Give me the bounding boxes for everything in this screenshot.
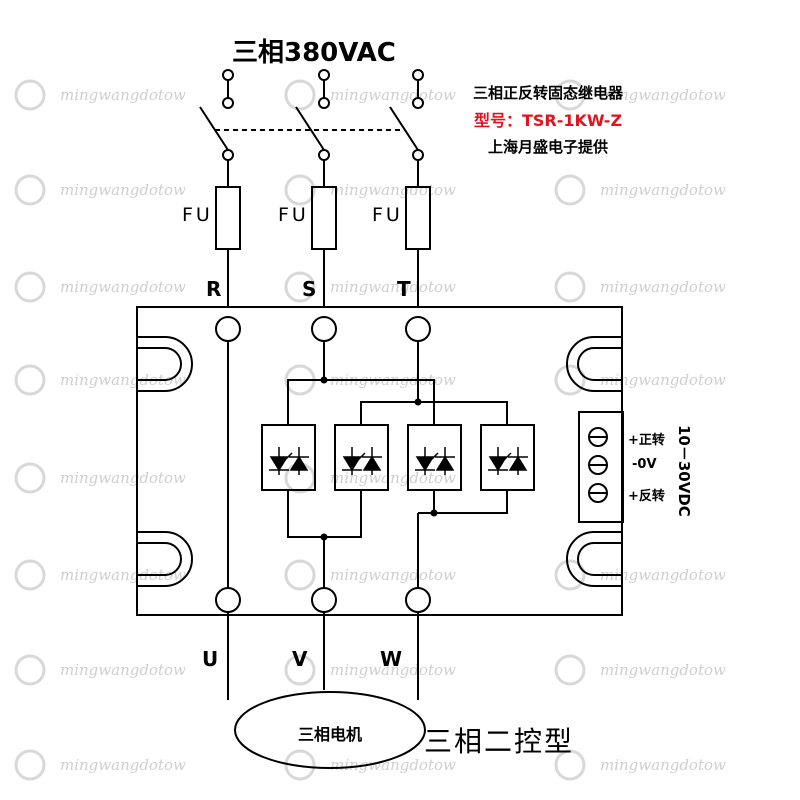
input-label-s: S: [302, 277, 317, 301]
junction-dots: [320, 376, 438, 541]
product-info: 三相正反转固态继电器 型号：TSR-1KW-Z 上海月盛电子提供: [428, 80, 668, 161]
supply-terminals: [222, 69, 424, 109]
input-terminal-circles: [215, 316, 431, 342]
three-pole-switch: [199, 106, 424, 161]
output-label-v: V: [292, 647, 308, 671]
input-label-t: T: [397, 277, 411, 301]
product-line: 三相正反转固态继电器: [472, 84, 623, 102]
input-label-r: R: [206, 277, 222, 301]
type-label: 三相二控型: [424, 725, 575, 758]
control-label-0v: -0V: [632, 457, 657, 472]
control-voltage-label: 10－30VDC: [675, 425, 693, 517]
relay-body: [136, 306, 623, 616]
supply-voltage-title: 三相380VAC: [232, 38, 396, 68]
scr-modules: [261, 424, 535, 491]
output-label-w: W: [380, 647, 403, 671]
output-terminal-circles: [215, 587, 431, 613]
product-model: 型号：TSR-1KW-Z: [473, 111, 623, 130]
fuse-label-s: FU: [278, 204, 309, 226]
fuse-label-r: FU: [182, 204, 213, 226]
control-terminal-block: [578, 411, 624, 523]
motor: [234, 691, 426, 769]
motor-label: 三相电机: [297, 725, 362, 744]
control-label-forward: +正转: [628, 433, 665, 448]
control-label-reverse: +反转: [628, 489, 665, 504]
fuse-label-t: FU: [372, 204, 403, 226]
mounting-slots: [137, 336, 622, 587]
output-label-u: U: [202, 647, 219, 671]
product-supplier: 上海月盛电子提供: [487, 138, 608, 156]
thyristor-symbols: [269, 447, 528, 475]
